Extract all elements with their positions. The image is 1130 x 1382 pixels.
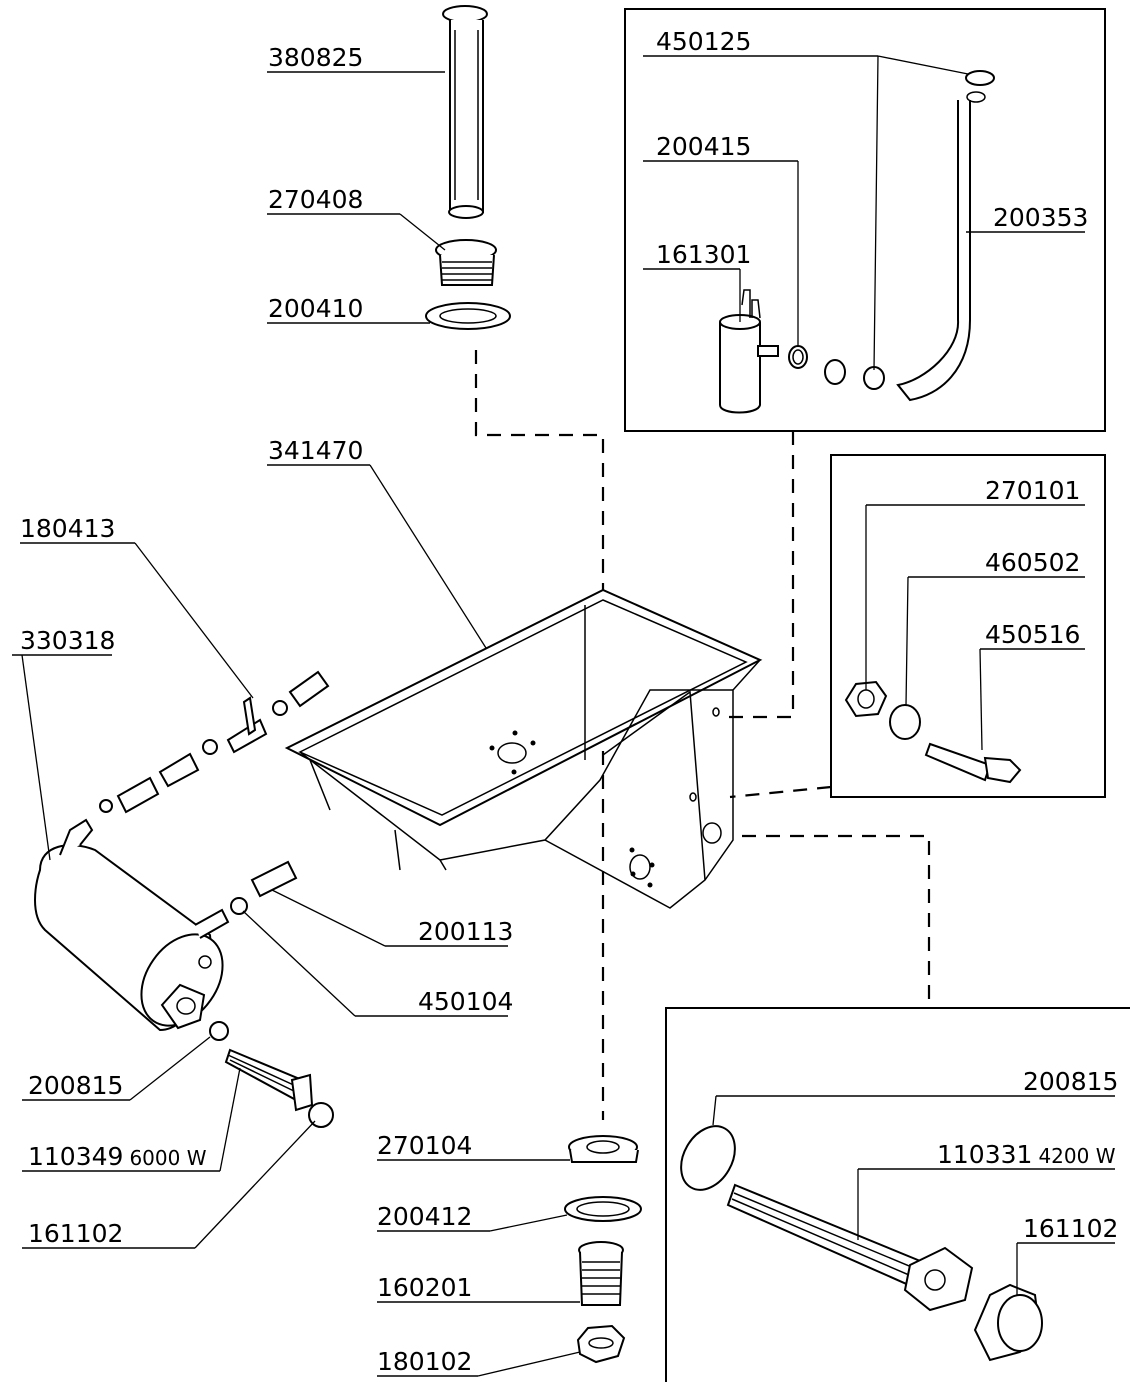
overflow-tube-380825-drawing xyxy=(442,5,488,219)
label-270101: 270101 xyxy=(985,476,1080,505)
detail-box-heater xyxy=(665,1007,1130,1382)
nut-180102-drawing xyxy=(576,1324,626,1364)
leader-180102 xyxy=(477,1351,581,1377)
boiler-330318-drawing xyxy=(34,818,230,1032)
clip-450125-drawing xyxy=(863,70,995,390)
label-200815-right: 200815 xyxy=(1023,1067,1118,1096)
label-200815-left: 200815 xyxy=(28,1071,123,1100)
tank-drawing xyxy=(284,588,763,909)
label-450104: 450104 xyxy=(418,987,513,1016)
label-341470: 341470 xyxy=(268,436,363,465)
guide-line-heater xyxy=(742,834,931,1008)
cap-161102-right-drawing xyxy=(973,1283,1043,1362)
label-161102-right: 161102 xyxy=(1023,1214,1118,1243)
label-161102-left: 161102 xyxy=(28,1219,123,1248)
label-450125: 450125 xyxy=(656,27,751,56)
leader-270408 xyxy=(399,213,446,251)
leader-460502 xyxy=(905,576,909,706)
label-460502: 460502 xyxy=(985,548,1080,577)
nut-270101-drawing xyxy=(844,680,888,718)
label-200410: 200410 xyxy=(268,294,363,323)
leader-341470 xyxy=(369,464,487,649)
label-450516: 450516 xyxy=(985,620,1080,649)
label-270104: 270104 xyxy=(377,1131,472,1160)
detail-box-thermostat xyxy=(830,454,1106,798)
label-161301: 161301 xyxy=(656,240,751,269)
label-270408: 270408 xyxy=(268,185,363,214)
overflow-cup-161301-drawing xyxy=(719,289,779,414)
label-180413: 180413 xyxy=(20,514,115,543)
sensor-450516-drawing xyxy=(924,742,1022,784)
gasket-460502-drawing xyxy=(889,704,921,740)
gasket-200412-drawing xyxy=(564,1196,642,1222)
label-380825: 380825 xyxy=(268,43,363,72)
guide-line-thermostat xyxy=(729,785,832,799)
heater-110349-drawing xyxy=(209,1021,334,1128)
leader-450516 xyxy=(979,648,983,751)
leader-200815-right xyxy=(712,1095,717,1126)
label-200415: 200415 xyxy=(656,132,751,161)
ring-200415-drawing xyxy=(788,345,808,369)
hose-200113-drawing xyxy=(230,860,298,915)
leader-180413 xyxy=(134,542,254,699)
label-200412: 200412 xyxy=(377,1202,472,1231)
leader-200412 xyxy=(489,1214,568,1232)
leader-200113 xyxy=(271,889,386,947)
leader-450125 xyxy=(873,55,969,371)
leader-330318 xyxy=(21,654,51,861)
nut-270104-drawing xyxy=(568,1135,639,1163)
leader-110349 xyxy=(219,1067,241,1172)
label-330318: 330318 xyxy=(20,626,115,655)
gasket-200410-drawing xyxy=(425,302,511,330)
label-180102: 180102 xyxy=(377,1347,472,1376)
ring-second-drawing xyxy=(824,359,846,385)
heater-110331-drawing xyxy=(726,1183,974,1312)
label-200113: 200113 xyxy=(418,917,513,946)
label-160201: 160201 xyxy=(377,1273,472,1302)
guide-line-drain xyxy=(474,350,605,1120)
leader-450104 xyxy=(242,910,356,1017)
leader-161102-left xyxy=(194,1120,316,1249)
gasket-200815-right-drawing xyxy=(680,1125,736,1191)
fitting-180413-drawing xyxy=(99,670,330,814)
nut-270408-drawing xyxy=(435,239,497,286)
pipe-200353-drawing xyxy=(896,91,986,402)
leader-200815-left xyxy=(129,1036,211,1101)
label-200353: 200353 xyxy=(993,203,1088,232)
detail-box-overflow xyxy=(624,8,1106,432)
drain-pipe-160201-drawing xyxy=(578,1241,624,1306)
